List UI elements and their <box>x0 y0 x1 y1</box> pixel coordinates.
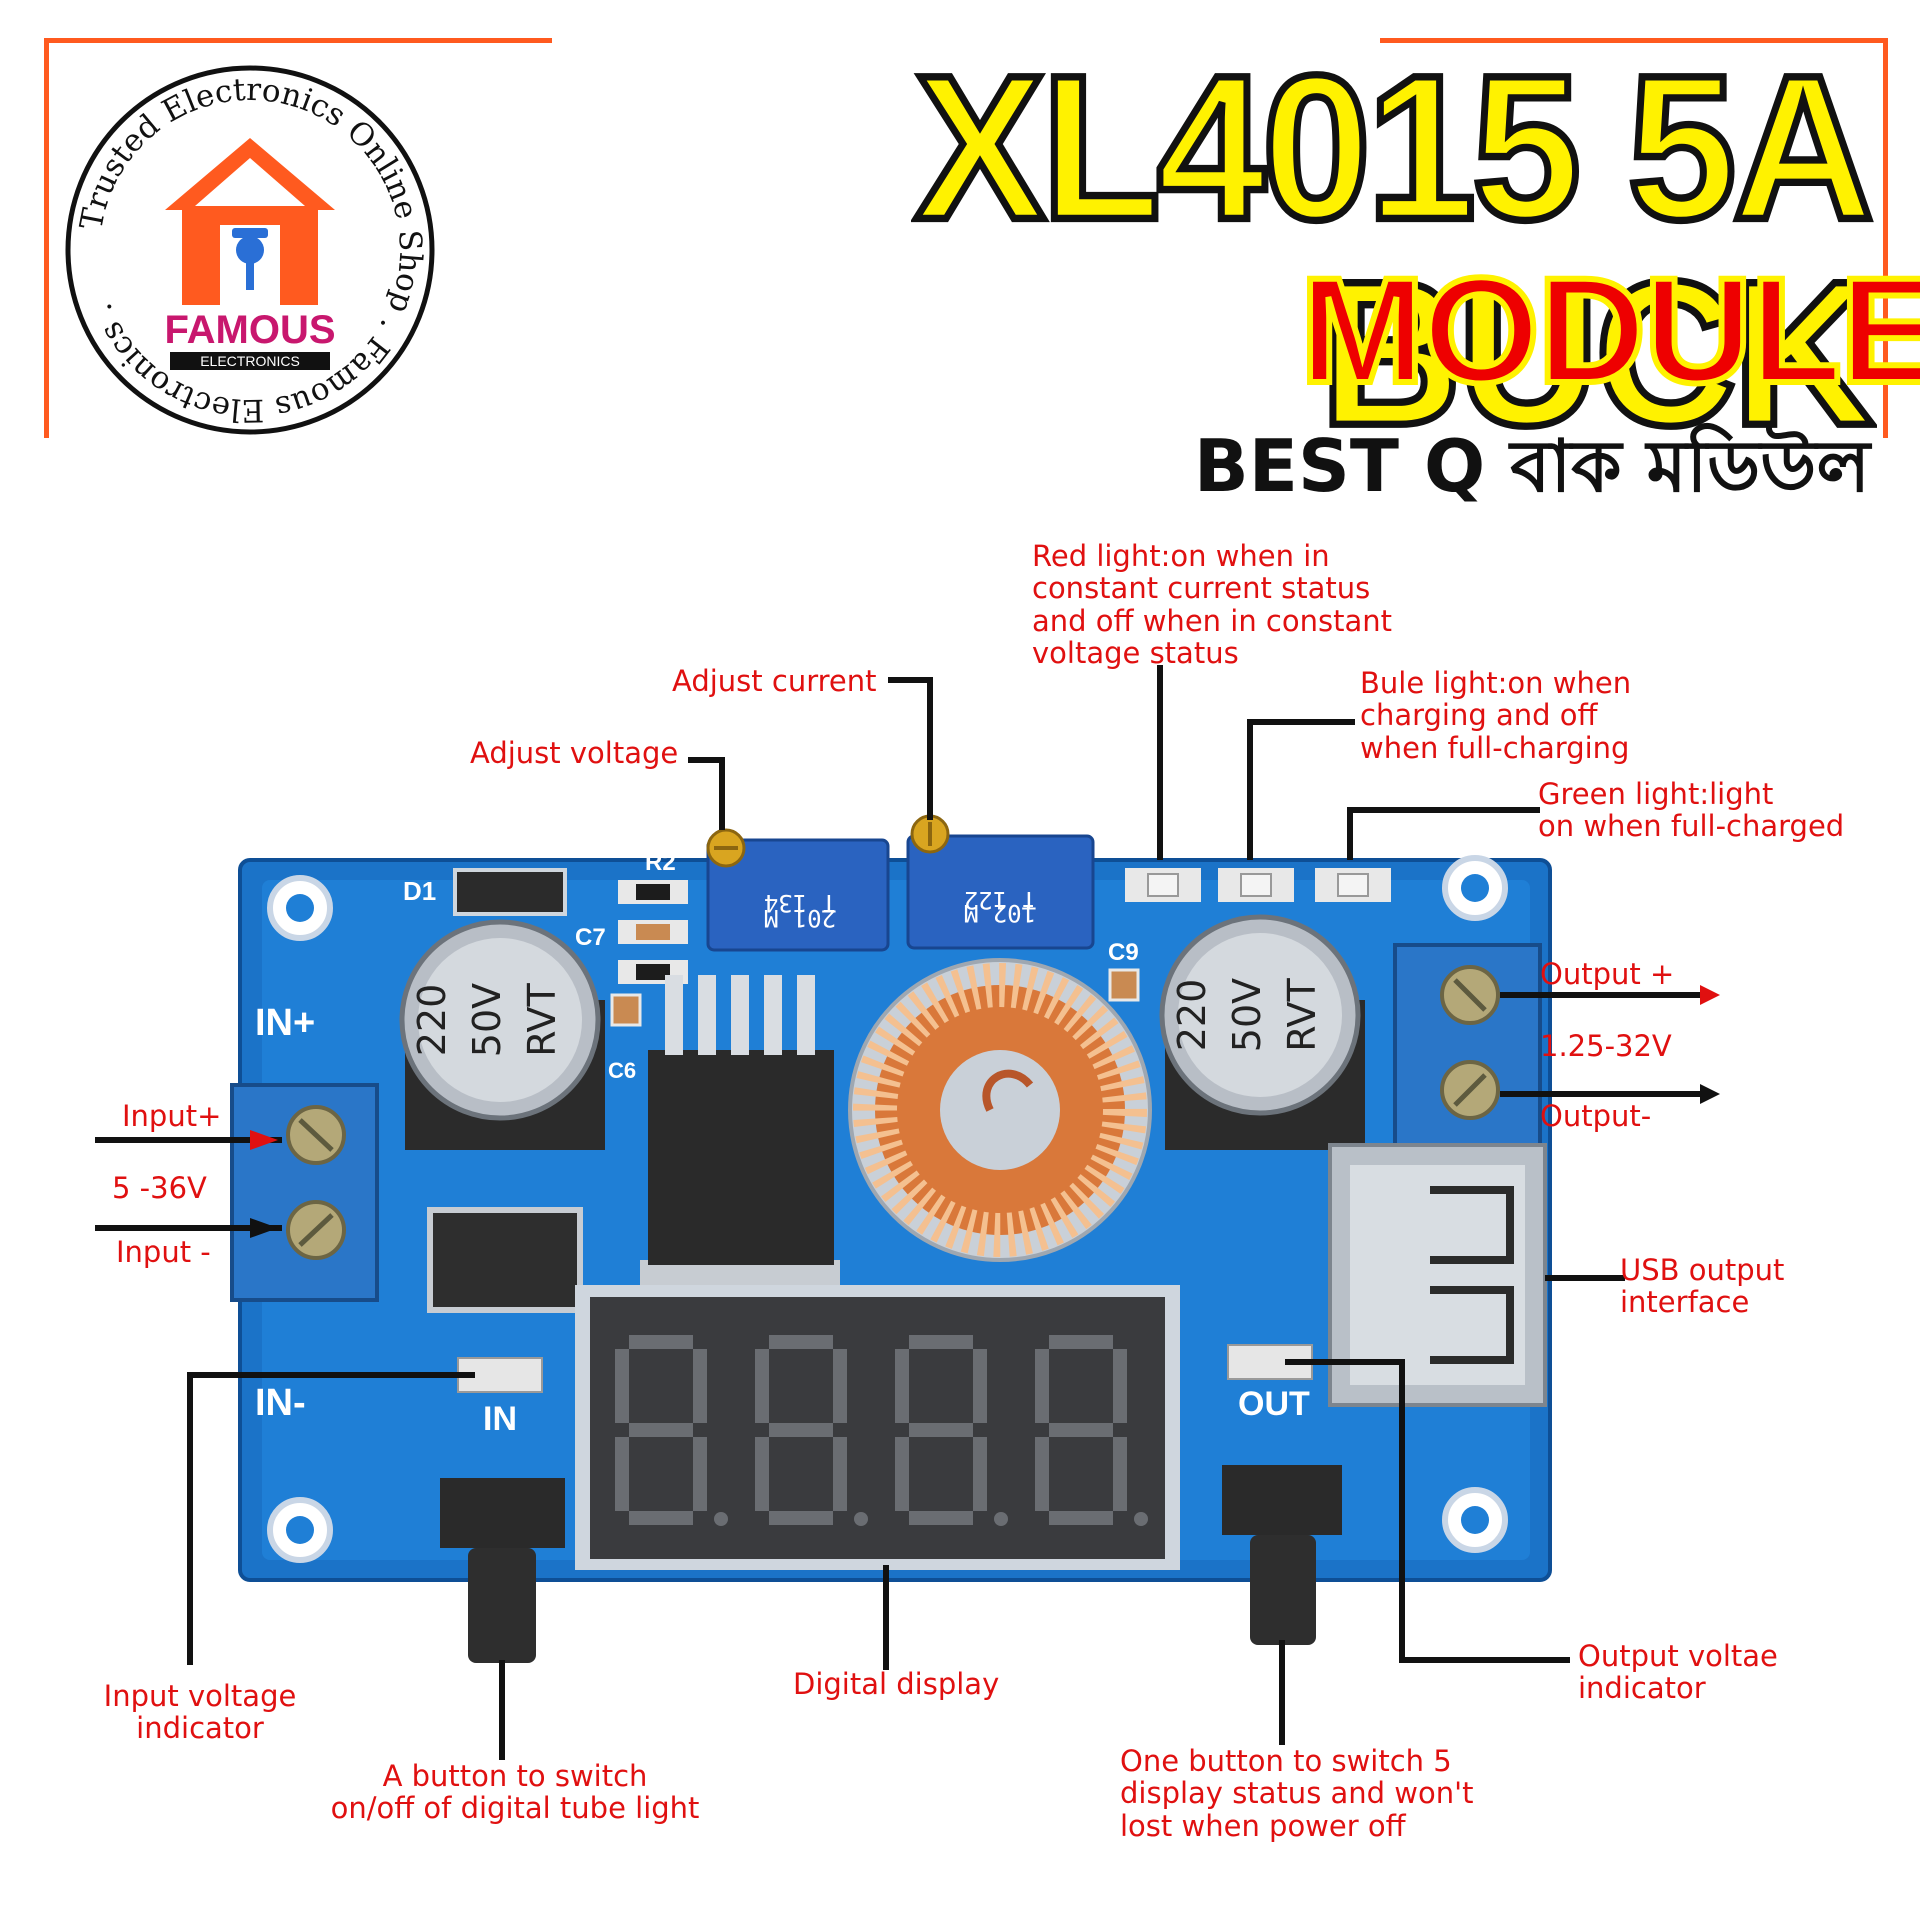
display-segment <box>615 1349 629 1423</box>
toroid-inductor <box>848 958 1152 1262</box>
svg-text:T 122: T 122 <box>964 886 1036 914</box>
display-segment <box>629 1335 693 1349</box>
display-segment <box>1049 1335 1113 1349</box>
digital-display <box>575 1285 1180 1570</box>
display-decimal-point <box>714 1512 728 1526</box>
silk-r2: R2 <box>645 849 676 876</box>
product-tagline: BEST Q বাক মডিউল <box>1193 424 1870 508</box>
display-segment <box>973 1437 987 1511</box>
svg-text:RVT: RVT <box>1280 977 1324 1051</box>
callout-button-light: A button to switch on/off of digital tub… <box>330 1759 700 1826</box>
frame-line-right <box>1883 38 1888 438</box>
smd-components <box>610 880 1140 1027</box>
svg-text:50V: 50V <box>1225 978 1269 1052</box>
display-segment <box>615 1437 629 1511</box>
silk-in: IN <box>483 1400 517 1438</box>
display-segment <box>1049 1511 1113 1525</box>
shop-logo: Trusted Electronics Online Shop . Famous… <box>65 65 435 435</box>
diode-d1 <box>453 868 567 916</box>
product-title: XL4015 5A BUCK <box>911 32 1877 469</box>
callout-output-plus: Output + <box>1540 957 1675 991</box>
seven-segment-digits <box>615 1335 1148 1526</box>
display-decimal-point <box>1134 1512 1148 1526</box>
status-leds <box>1125 868 1391 902</box>
silk-in-plus: IN+ <box>255 1002 315 1044</box>
silk-out: OUT <box>1238 1385 1310 1423</box>
display-segment <box>895 1437 909 1511</box>
display-decimal-point <box>854 1512 868 1526</box>
silk-c9: C9 <box>1108 939 1139 966</box>
display-segment <box>1113 1437 1127 1511</box>
callout-blue-light: Bule light:on when charging and off when… <box>1360 666 1632 765</box>
display-segment <box>909 1423 973 1437</box>
schottky-diode <box>427 1207 583 1313</box>
display-segment <box>1113 1349 1127 1423</box>
callout-adjust-current: Adjust current <box>672 664 877 698</box>
display-segment <box>909 1335 973 1349</box>
svg-text:50V: 50V <box>465 983 509 1057</box>
leader-lines <box>95 665 1700 1760</box>
callout-usb-output: USB output interface <box>1620 1253 1785 1320</box>
display-segment <box>973 1349 987 1423</box>
callout-adjust-voltage: Adjust voltage <box>470 736 679 770</box>
display-segment <box>769 1423 833 1437</box>
svg-text:220: 220 <box>410 984 454 1057</box>
potentiometer-voltage: T 134 201 M <box>706 828 890 952</box>
frame-line-top-right <box>1380 38 1888 43</box>
silk-c7: C7 <box>575 924 606 951</box>
frame-line-left <box>44 38 49 438</box>
logo-brand: FAMOUS <box>164 308 335 352</box>
svg-text:201 M: 201 M <box>764 904 836 932</box>
display-segment <box>693 1437 707 1511</box>
house-icon <box>165 138 335 305</box>
display-segment <box>769 1335 833 1349</box>
display-segment <box>909 1511 973 1525</box>
input-terminal-block <box>230 1083 379 1302</box>
callout-input-voltage-indicator: Input voltage indicator <box>103 1679 297 1746</box>
callout-digital-display: Digital display <box>793 1667 1000 1701</box>
display-mode-button <box>1222 1465 1342 1645</box>
display-segment <box>769 1511 833 1525</box>
display-segment <box>693 1349 707 1423</box>
callout-input-range: 5 -36V <box>112 1171 207 1205</box>
callout-green-light: Green light:light on when full-charged <box>1538 777 1845 844</box>
callout-input-plus: Input+ <box>122 1099 222 1133</box>
callout-output-minus: Output- <box>1540 1099 1652 1133</box>
output-terminal-block <box>1393 943 1542 1157</box>
logo-brand-sub: ELECTRONICS <box>200 353 300 369</box>
frame-line-top-left <box>44 38 552 43</box>
display-segment <box>1035 1437 1049 1511</box>
xl4015-ic <box>640 975 840 1300</box>
callout-output-voltage-indicator: Output voltae indicator <box>1578 1639 1778 1706</box>
display-segment <box>1049 1423 1113 1437</box>
display-segment <box>895 1349 909 1423</box>
display-decimal-point <box>994 1512 1008 1526</box>
callout-red-light: Red light:on when in constant current st… <box>1032 539 1392 671</box>
display-segment <box>1035 1349 1049 1423</box>
potentiometer-current: T 122 102 M <box>906 814 1095 950</box>
silk-in-minus: IN- <box>255 1382 306 1424</box>
callout-input-minus: Input - <box>116 1235 211 1269</box>
display-segment <box>833 1437 847 1511</box>
callout-output-range: 1.25-32V <box>1540 1029 1672 1063</box>
display-segment <box>629 1423 693 1437</box>
capacitor-left: 220 50V RVT <box>399 919 605 1150</box>
svg-text:102 M: 102 M <box>964 899 1036 927</box>
product-subtitle: MODULE <box>1297 246 1920 414</box>
silk-c6: C6 <box>608 1058 636 1083</box>
svg-text:RVT: RVT <box>520 982 564 1056</box>
display-segment <box>755 1349 769 1423</box>
usb-port <box>1328 1143 1547 1407</box>
silk-d1: D1 <box>403 876 436 906</box>
arrow-heads <box>250 985 1720 1150</box>
display-segment <box>833 1349 847 1423</box>
svg-text:T 134: T 134 <box>764 889 836 917</box>
display-segment <box>755 1437 769 1511</box>
callout-button-display: One button to switch 5 display status an… <box>1120 1744 1474 1843</box>
light-button <box>440 1478 565 1663</box>
display-segment <box>629 1511 693 1525</box>
capacitor-right: 220 50V RVT <box>1159 914 1365 1150</box>
svg-text:220: 220 <box>1170 979 1214 1052</box>
